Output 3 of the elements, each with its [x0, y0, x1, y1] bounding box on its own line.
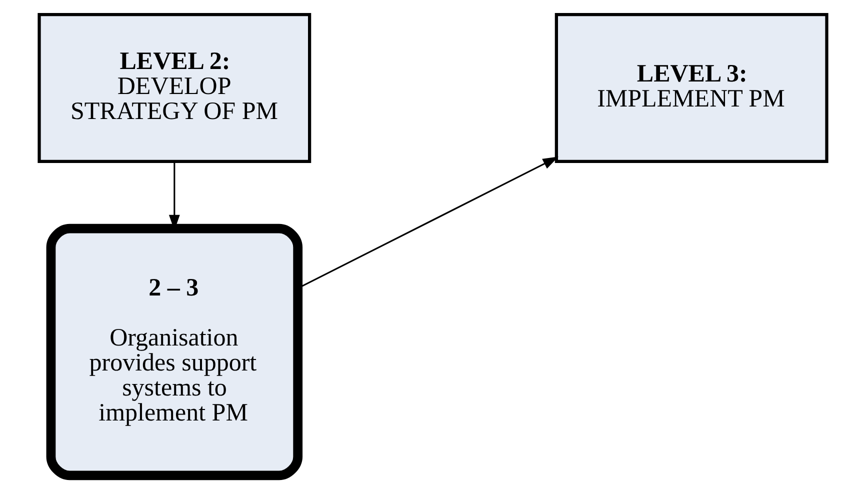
node-box: LEVEL 2: DEVELOP STRATEGY OF PM [37, 12, 311, 163]
node-box: 2 – 3 Organisation provides support systems to implement PM [46, 224, 302, 480]
node-box: LEVEL 3: IMPLEMENT PM [554, 12, 828, 163]
